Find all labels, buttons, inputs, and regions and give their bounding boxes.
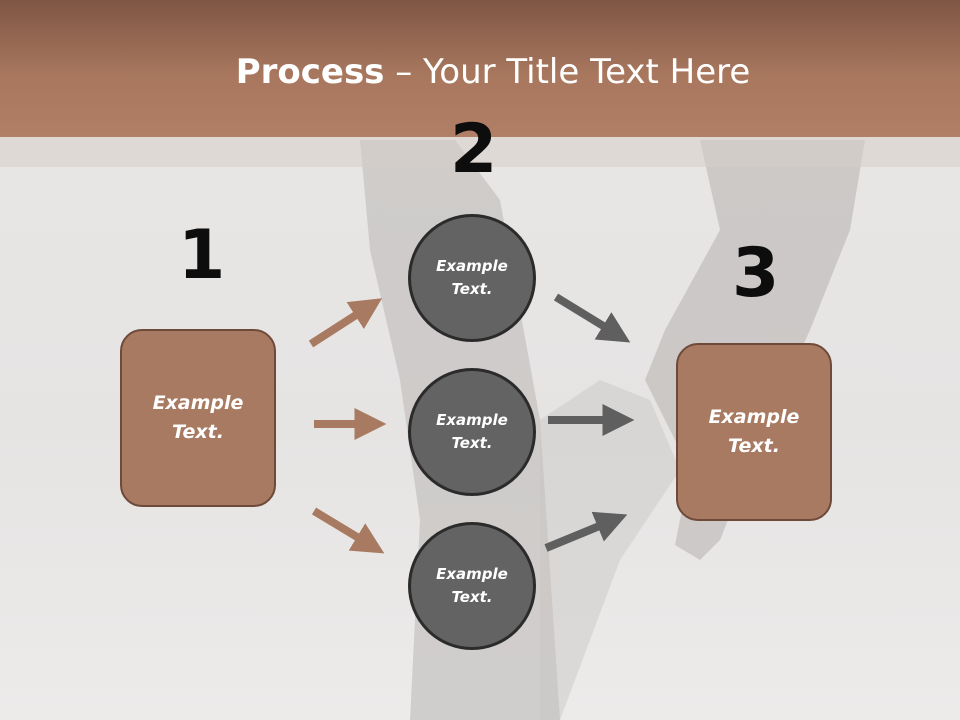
title-bold: Process — [235, 52, 385, 92]
step-number-2: 2 — [450, 110, 498, 189]
left-box-line1: Example — [152, 392, 244, 414]
circle-bottom-line1: Example — [436, 565, 508, 583]
arrow-top-to-right — [553, 293, 631, 343]
right-box: Example Text. — [676, 343, 832, 521]
circle-top: Example Text. — [408, 214, 536, 342]
title-band — [0, 137, 960, 167]
circle-bottom-text: Example Text. — [436, 563, 508, 609]
right-box-line2: Text. — [728, 435, 780, 457]
right-box-text: Example Text. — [709, 403, 800, 461]
circle-middle-line2: Text. — [451, 434, 493, 452]
left-box: Example Text. — [120, 329, 276, 507]
circle-top-text: Example Text. — [436, 255, 508, 301]
arrow-left-to-top — [308, 298, 383, 348]
arrow-bottom-to-right — [544, 511, 628, 552]
circle-middle-line1: Example — [436, 411, 508, 429]
left-box-line2: Text. — [172, 421, 224, 443]
circle-top-line1: Example — [436, 257, 508, 275]
step-number-3: 3 — [732, 234, 780, 313]
title-bar — [0, 0, 960, 137]
right-box-line1: Example — [708, 406, 800, 428]
slide-title: Process – Your Title Text Here — [0, 52, 960, 92]
title-rest: – Your Title Text Here — [384, 52, 751, 92]
circle-bottom: Example Text. — [408, 522, 536, 650]
circle-middle: Example Text. — [408, 368, 536, 496]
circle-middle-text: Example Text. — [436, 409, 508, 455]
circle-bottom-line2: Text. — [451, 588, 493, 606]
step-number-1: 1 — [178, 216, 226, 295]
left-box-text: Example Text. — [153, 389, 244, 447]
arrow-left-to-bottom — [311, 507, 385, 554]
background-shadow-shape — [540, 380, 680, 720]
circle-top-line2: Text. — [451, 280, 493, 298]
